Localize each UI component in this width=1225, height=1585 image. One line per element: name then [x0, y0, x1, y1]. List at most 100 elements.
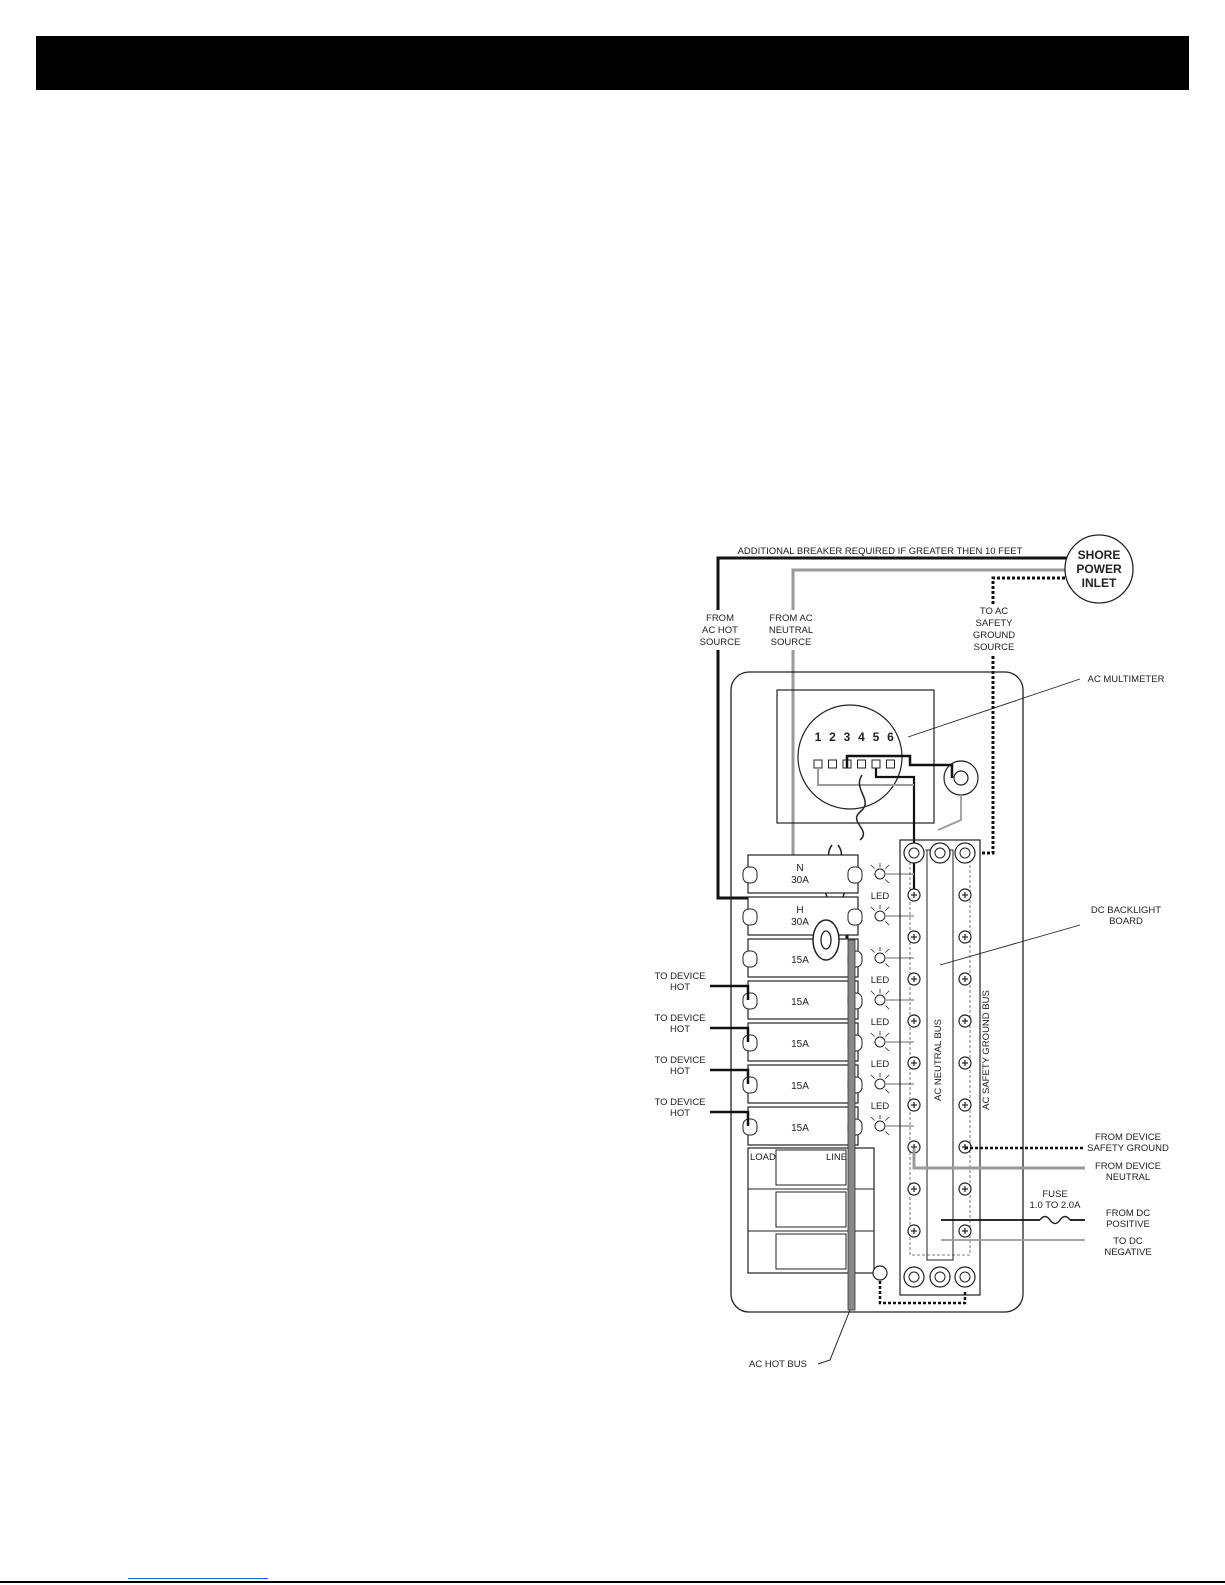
bus-end-stud [903, 1266, 925, 1288]
shore-power-inlet: SHORE POWER INLET [1064, 534, 1134, 604]
to-dc-negative-line-2: NEGATIVE [1104, 1247, 1151, 1258]
breaker-rating: 30A [791, 875, 809, 886]
breaker-rating: 15A [791, 997, 809, 1008]
led-label: LED [871, 1101, 890, 1112]
shore-power-line-2: POWER [1076, 562, 1122, 576]
ground-stud [872, 1265, 888, 1281]
meter-terminal-number: 6 [887, 730, 894, 744]
breaker-rating: 30A [791, 917, 809, 928]
to-ac-ground-line-4: SOURCE [974, 642, 1015, 653]
to-device-hot-line-2: HOT [670, 1108, 690, 1119]
from-ac-hot-line-3: SOURCE [700, 637, 741, 648]
breaker[interactable] [747, 896, 859, 936]
ground-bus-label: AC SAFETY GROUND BUS [981, 990, 992, 1110]
breaker-rating: 15A [791, 1081, 809, 1092]
to-ac-ground-line-2: SAFETY [976, 618, 1014, 629]
from-ac-hot-line-1: FROM [706, 613, 734, 624]
breaker-rating: 15A [791, 1039, 809, 1050]
to-device-hot-line-1: TO DEVICE [654, 1097, 705, 1108]
ac-hot-bus: AC HOT BUS [749, 939, 856, 1370]
bus-end-stud [929, 1266, 951, 1288]
led-label: LED [871, 891, 890, 902]
breaker[interactable] [747, 1064, 859, 1104]
neutral-bus-label: AC NEUTRAL BUS [933, 1019, 944, 1101]
bus-end-stud [954, 1266, 976, 1288]
from-device-neutral-line-1: FROM DEVICE [1095, 1161, 1161, 1172]
meter-terminal [857, 759, 866, 769]
breaker-terminal-left [742, 1034, 758, 1052]
led-indicator [874, 994, 886, 1006]
fuse-line-1: FUSE [1042, 1189, 1067, 1200]
additional-breaker-label: ADDITIONAL BREAKER REQUIRED IF GREATER T… [738, 546, 1023, 557]
panel-outline [730, 671, 1024, 1313]
breaker-terminal-left [742, 908, 758, 926]
led-indicator [874, 952, 886, 964]
line-label: LINE [826, 1152, 847, 1163]
load-label: LOAD [750, 1152, 776, 1163]
breaker-terminal-right [847, 866, 863, 884]
to-dc-negative-line-1: TO DC [1113, 1236, 1143, 1247]
bus-bar-assembly: AC NEUTRAL BUS AC SAFETY GROUND BUS [899, 839, 992, 1296]
meter-terminal [886, 759, 895, 769]
footer-rule [0, 1581, 1225, 1583]
bus-screws [903, 842, 976, 1288]
meter-terminal-number: 3 [844, 730, 851, 744]
breaker-rating: 15A [791, 955, 809, 966]
meter-terminal [828, 759, 837, 769]
from-device-neutral-line-2: NEUTRAL [1106, 1172, 1150, 1183]
fuse-line-2: 1.0 TO 2.0A [1030, 1200, 1082, 1211]
right-wires [912, 1146, 1085, 1241]
breaker-type: H [796, 905, 803, 916]
led-indicator [874, 1120, 886, 1132]
from-ac-hot-line-2: AC HOT [702, 625, 738, 636]
to-device-hot-line-2: HOT [670, 1024, 690, 1035]
bus-end-stud [954, 842, 976, 864]
right-labels: FROM DEVICE SAFETY GROUND FROM DEVICE NE… [1030, 1132, 1169, 1258]
breaker-terminal-left [742, 1076, 758, 1094]
dc-backlight-line-2: BOARD [1109, 916, 1143, 927]
to-device-hot-line-1: TO DEVICE [654, 971, 705, 982]
ac-hot-bus-label: AC HOT BUS [749, 1359, 807, 1370]
meter-terminal-number: 1 [815, 730, 822, 744]
bus-end-stud [903, 842, 925, 864]
dc-backlight-line-1: DC BACKLIGHT [1091, 905, 1161, 916]
leader-lines [907, 678, 1081, 966]
led-indicator [874, 1036, 886, 1048]
bus-end-stud [929, 842, 951, 864]
meter-terminal [813, 759, 823, 769]
ac-multimeter-label: AC MULTIMETER [1088, 674, 1165, 685]
from-ac-neutral-line-2: NEUTRAL [769, 625, 813, 636]
breaker-terminal-left [742, 1118, 758, 1136]
empty-slots: LOAD LINE [747, 1147, 875, 1274]
meter-terminal-number: 5 [873, 730, 880, 744]
header-bar [36, 36, 1189, 90]
breaker[interactable] [747, 1106, 859, 1146]
led-label: LED [871, 1017, 890, 1028]
breaker[interactable] [747, 854, 859, 894]
from-ac-neutral-line-3: SOURCE [771, 637, 812, 648]
shore-power-line-3: INLET [1082, 576, 1117, 590]
meter-terminal [871, 759, 881, 769]
footer-link-underline [128, 1578, 268, 1579]
shore-power-line-1: SHORE [1078, 548, 1121, 562]
led-label: LED [871, 975, 890, 986]
led-label: LED [871, 1059, 890, 1070]
from-device-ground-line-1: FROM DEVICE [1095, 1132, 1161, 1143]
from-dc-positive-line-1: FROM DC [1106, 1208, 1150, 1219]
breaker-terminal-left [742, 866, 758, 884]
to-device-hot-line-2: HOT [670, 982, 690, 993]
to-device-hot-line-1: TO DEVICE [654, 1055, 705, 1066]
breaker-terminal-right [847, 908, 863, 926]
from-ac-neutral-line-1: FROM AC [769, 613, 812, 624]
breaker-type: N [796, 863, 803, 874]
breaker[interactable] [747, 938, 859, 978]
to-device-hot-line-2: HOT [670, 1066, 690, 1077]
to-ac-ground-line-3: GROUND [973, 630, 1015, 641]
current-transformer-ring [812, 919, 840, 961]
from-device-ground-line-2: SAFETY GROUND [1087, 1143, 1169, 1154]
meter-terminal-number: 2 [829, 730, 836, 744]
to-ac-ground-line-1: TO AC [980, 606, 1008, 617]
